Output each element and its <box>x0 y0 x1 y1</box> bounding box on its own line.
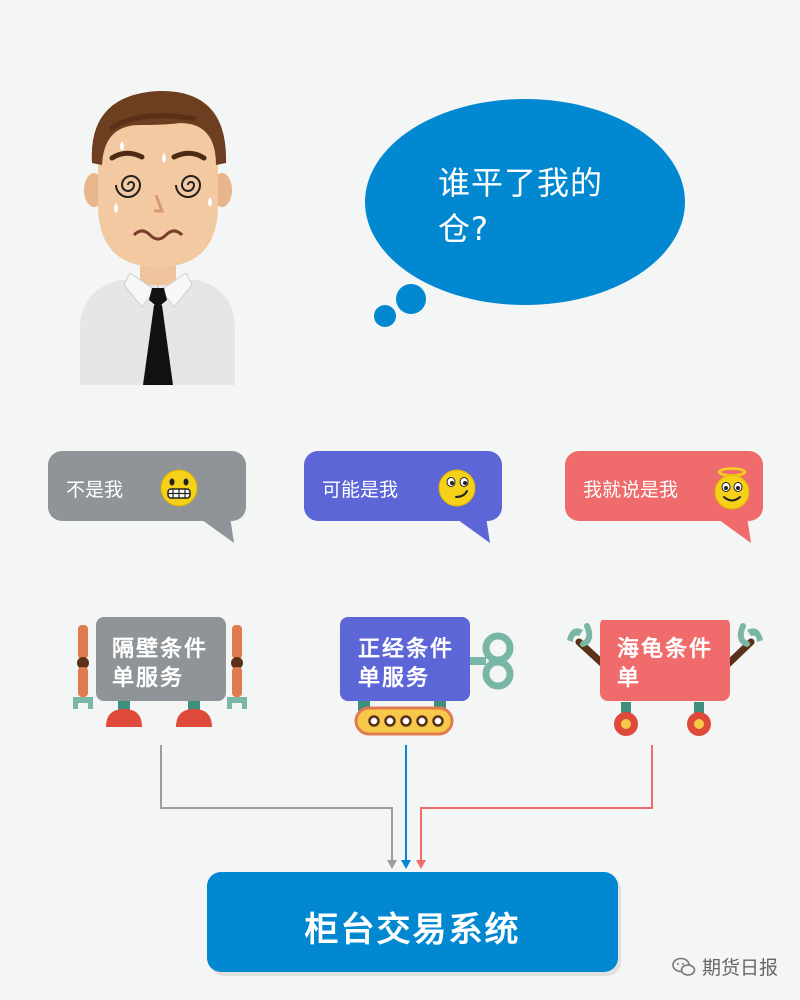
bubble-told-you-me: 我就说是我 <box>565 451 763 546</box>
robot-blue-illustration <box>340 617 514 736</box>
watermark: 期货日报 <box>672 953 778 980</box>
arrow-gray <box>160 745 393 863</box>
arrowhead-blue <box>401 860 411 869</box>
smirk-emoji-icon <box>438 469 476 507</box>
robot-gray-illustration <box>73 617 247 727</box>
bubble-shape <box>48 451 246 543</box>
bubble-label: 我就说是我 <box>583 479 679 501</box>
wechat-icon <box>672 957 696 976</box>
stressed-man-illustration <box>80 90 235 385</box>
watermark-text: 期货日报 <box>701 957 778 979</box>
counter-trading-system-box: 柜台交易系统 <box>207 872 618 972</box>
robot-label-line: 海龟条件 <box>617 637 714 662</box>
robot-label-proper: 正经条件 单服务 <box>358 635 454 693</box>
thought-text: 谁平了我的仓? <box>438 164 604 248</box>
robot-label-line: 单服务 <box>112 666 185 691</box>
bubble-label: 不是我 <box>66 479 124 501</box>
system-label: 柜台交易系统 <box>304 910 521 950</box>
arrowhead-gray <box>387 860 397 869</box>
robot-label-line: 隔壁条件 <box>112 637 209 662</box>
robot-label-line: 单服务 <box>358 666 431 691</box>
bubble-label: 可能是我 <box>322 479 399 501</box>
robot-red-illustration <box>567 620 763 736</box>
arrow-red <box>420 745 653 863</box>
bubble-maybe-me: 可能是我 <box>304 451 502 546</box>
thought-cloud <box>365 99 685 327</box>
bubble-shape <box>565 451 763 543</box>
bubble-not-me: 不是我 <box>48 451 246 546</box>
angel-emoji-icon <box>714 467 750 510</box>
robot-label-turtle: 海龟条件 单 <box>617 635 713 693</box>
robot-label-line: 正经条件 <box>358 637 455 662</box>
robot-label-line: 单 <box>617 666 642 691</box>
arrowhead-red <box>416 860 426 869</box>
grimace-emoji-icon <box>160 469 198 507</box>
robot-label-neighbor: 隔壁条件 单服务 <box>112 635 208 693</box>
